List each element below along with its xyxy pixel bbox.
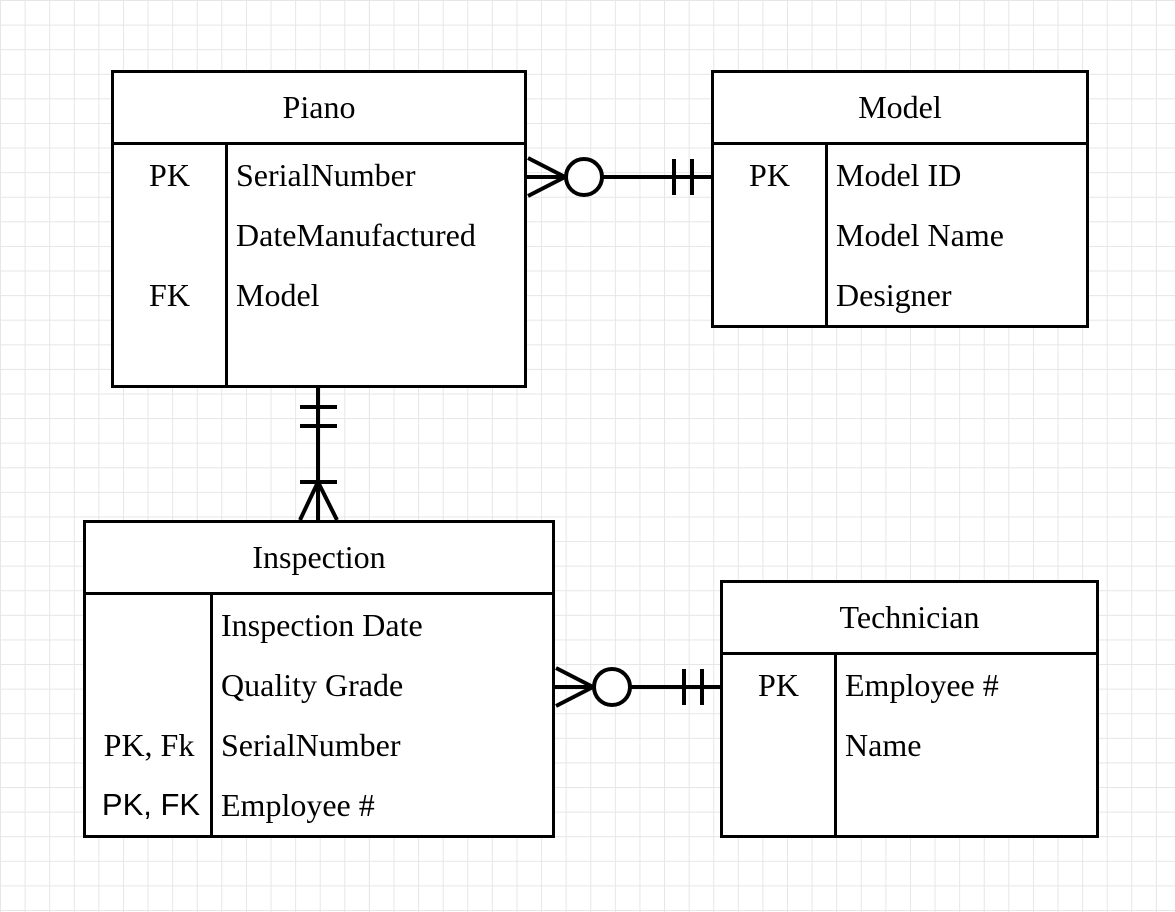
attribute-row[interactable]: Designer [714, 265, 1086, 325]
attribute-row[interactable]: Name [723, 715, 1096, 775]
entity-inspection[interactable]: Inspection Inspection Date Quality Grade… [83, 520, 555, 838]
key-label: FK [149, 277, 190, 313]
attribute-name: SerialNumber [236, 157, 416, 193]
attribute-row[interactable]: PK Model ID [714, 145, 1086, 205]
entity-title: Model [714, 73, 1086, 145]
crowfoot-upper-prong [527, 156, 566, 179]
key-label [114, 205, 225, 265]
key-label: PK, Fk [103, 727, 195, 763]
entity-technician[interactable]: Technician PK Employee # Name [720, 580, 1099, 838]
crowfoot-right-prong [316, 481, 339, 521]
attribute-name: Designer [836, 277, 952, 313]
key-label [86, 595, 212, 655]
key-label: PK [149, 157, 190, 193]
crowfoot-upper-prong [555, 666, 594, 689]
entity-model[interactable]: Model PK Model ID Model Name Designer [711, 70, 1089, 328]
attribute-row[interactable]: Quality Grade [86, 655, 552, 715]
attribute-name: Model ID [836, 157, 962, 193]
zero-circle-icon [592, 667, 632, 707]
entity-title: Technician [723, 583, 1096, 655]
key-label: PK [758, 667, 799, 703]
attribute-name: DateManufactured [236, 217, 476, 253]
attribute-name: Employee # [221, 787, 375, 823]
relationship-piano-inspection[interactable] [298, 387, 339, 521]
attribute-row[interactable]: Inspection Date [86, 595, 552, 655]
attribute-name: SerialNumber [221, 727, 401, 763]
relationship-inspection-technician[interactable] [554, 666, 722, 708]
attribute-name: Employee # [845, 667, 999, 703]
attribute-row[interactable]: Model Name [714, 205, 1086, 265]
attribute-name: Inspection Date [221, 607, 423, 643]
key-column-divider [834, 655, 837, 835]
attribute-row[interactable]: PK, Fk SerialNumber [86, 715, 552, 775]
attribute-name: Model [236, 277, 320, 313]
key-column-divider [825, 145, 828, 325]
key-label [714, 205, 825, 265]
key-label [723, 715, 834, 775]
crowfoot-lower-prong [527, 175, 566, 198]
crowfoot-lower-prong [555, 685, 594, 708]
attribute-name: Quality Grade [221, 667, 404, 703]
attribute-name: Model Name [836, 217, 1004, 253]
attribute-row[interactable]: PK, FK Employee # [86, 775, 552, 835]
relationship-piano-model[interactable] [526, 156, 712, 198]
entity-piano[interactable]: Piano PK SerialNumber DateManufactured F… [111, 70, 527, 388]
key-label [86, 655, 212, 715]
key-label [714, 265, 825, 325]
entity-title: Inspection [86, 523, 552, 595]
zero-circle-icon [564, 157, 604, 197]
key-column-divider [210, 595, 213, 835]
attribute-row[interactable]: FK Model [114, 265, 524, 325]
entity-title: Piano [114, 73, 524, 145]
key-column-divider [225, 145, 228, 385]
attribute-row[interactable]: DateManufactured [114, 205, 524, 265]
key-label: PK [749, 157, 790, 193]
attribute-name: Name [845, 727, 922, 763]
attribute-row[interactable]: PK SerialNumber [114, 145, 524, 205]
attribute-row[interactable]: PK Employee # [723, 655, 1096, 715]
key-label: PK, FK [101, 787, 201, 822]
crowfoot-left-prong [298, 481, 320, 521]
